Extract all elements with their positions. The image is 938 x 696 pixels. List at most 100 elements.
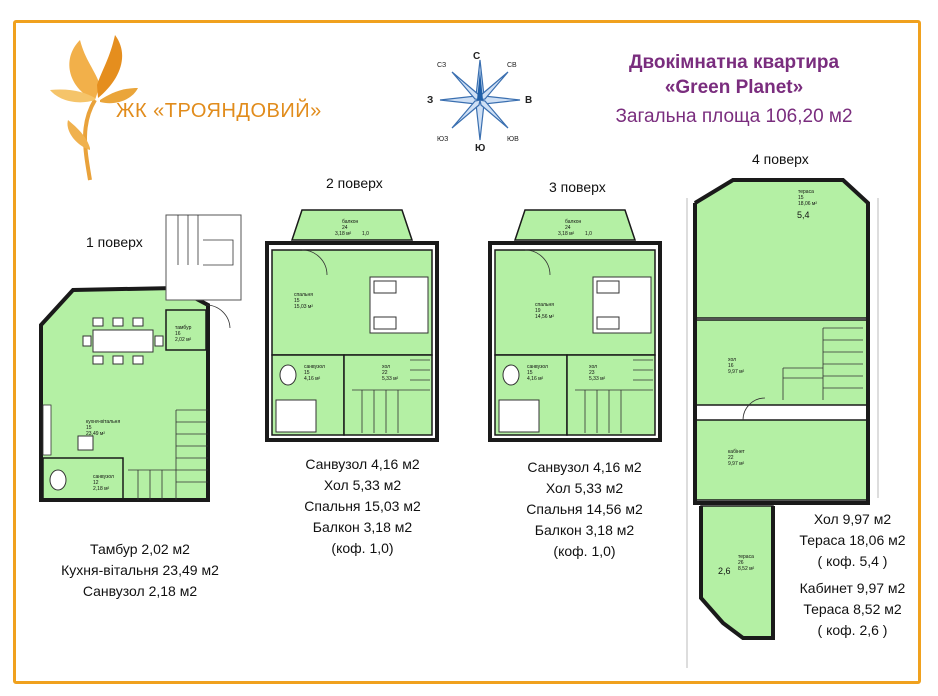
floor1-vestibule-name: тамбур: [175, 325, 192, 331]
floor3-bath-name: санвузол: [527, 364, 548, 370]
floor3-label: 3 поверх: [549, 179, 606, 195]
floor2-bedroom-name: спальня: [294, 292, 313, 298]
floor1-info-line: Санвузол 2,18 м2: [82, 583, 198, 599]
compass-rose-icon: С Ю В З СВ СЗ ЮВ ЮЗ: [427, 51, 532, 154]
floor2-plan: балкон 24 3,18 м² 1,0 спальня 15 15,03 м…: [265, 209, 439, 442]
logo-text: ЖК «ТРОЯНДОВИЙ»: [116, 100, 322, 122]
floor2-bath-num: 15: [304, 370, 310, 376]
floor4-label: 4 поверх: [752, 151, 809, 167]
floor1-kitchen-area: 23,49 м²: [86, 431, 105, 437]
floor4-info-line: Хол 9,97 м2: [813, 511, 892, 527]
floor3-bath-num: 15: [527, 370, 533, 376]
compass-w: З: [427, 95, 433, 106]
floor4-info-a: Хол 9,97 м2 Тераса 18,06 м2 ( коф. 5,4 ): [790, 509, 915, 572]
floor4-small-terrace-area: 8,52 м²: [738, 566, 755, 572]
floor3-hall-name: хол: [589, 364, 597, 370]
floor1-vestibule-area: 2,02 м²: [175, 337, 192, 343]
floor4-terrace-name: тераса: [798, 189, 814, 195]
compass-nw: СЗ: [437, 62, 446, 69]
floor2-bedroom-num: 15: [294, 298, 300, 304]
title-line2: «Green Planet»: [664, 77, 804, 98]
floor4-small-terrace-num: 26: [738, 560, 744, 566]
floor2-info-line: Балкон 3,18 м2: [312, 519, 413, 535]
floor4-small-terrace-name: тераса: [738, 554, 754, 560]
floor3-bedroom-num: 19: [535, 308, 541, 314]
compass-e: В: [525, 95, 532, 106]
floor2-balcony-num: 24: [342, 225, 348, 231]
floor3-bath-area: 4,16 м²: [527, 376, 544, 382]
floor4-study-num: 22: [728, 455, 734, 461]
floor4-small-terrace-room: [700, 505, 774, 639]
floor3-hall-room: [566, 354, 656, 436]
floor2-hall-num: 22: [382, 370, 388, 376]
floor4-study-name: кабінет: [728, 449, 745, 455]
floor4-study-area: 9,97 м²: [728, 461, 745, 467]
floor3-balcony-coef: 1,0: [585, 231, 592, 237]
floor1-kitchen-num: 15: [86, 425, 92, 431]
compass-s: Ю: [475, 143, 485, 154]
floor2-balcony-name: балкон: [342, 219, 358, 225]
title-line1: Двокімнатна квартира: [628, 52, 840, 73]
floor1-bath-num: 12: [93, 480, 99, 486]
floor3-bedroom-area: 14,56 м²: [535, 314, 554, 320]
floor2-label: 2 поверх: [326, 175, 383, 191]
floor1-bath-name: санвузол: [93, 474, 114, 480]
floor1-vestibule-num: 16: [175, 331, 181, 337]
floor4-info-line: ( коф. 2,6 ): [817, 622, 888, 638]
total-area: Загальна площа 106,20 м2: [615, 106, 853, 127]
floor3-plan: балкон 24 3,18 м² 1,0 спальня 19 14,56 м…: [488, 209, 662, 442]
floor4-terrace-room: [694, 179, 869, 319]
compass-sw: ЮЗ: [437, 136, 448, 143]
floor2-info-line: Спальня 15,03 м2: [304, 498, 421, 514]
floor3-info-line: (коф. 1,0): [553, 543, 616, 559]
floor2-bath-name: санвузол: [304, 364, 325, 370]
floor1-info: Тамбур 2,02 м2 Кухня-вітальня 23,49 м2 С…: [40, 539, 240, 602]
floor2-balcony-room: [290, 209, 414, 241]
compass-n: С: [473, 51, 480, 62]
floor1-info-line: Кухня-вітальня 23,49 м2: [61, 562, 219, 578]
floor2-bedroom-area: 15,03 м²: [294, 304, 313, 310]
floor3-hall-num: 23: [589, 370, 595, 376]
floor3-balcony-name: балкон: [565, 219, 581, 225]
floor4-study-room: [694, 419, 869, 501]
floor3-info-line: Санвузол 4,16 м2: [527, 459, 642, 475]
floor4-hall-num: 16: [728, 363, 734, 369]
floor4-small-terrace-coef: 2,6: [718, 566, 731, 576]
floor1-kitchen-name: кухня-вітальня: [86, 419, 120, 425]
page-frame: [13, 20, 921, 684]
floor4-terrace-area: 18,06 м²: [798, 201, 817, 207]
floor4-info-line: Кабинет 9,97 м2: [799, 580, 906, 596]
floor1-info-line: Тамбур 2,02 м2: [90, 541, 190, 557]
floor3-bedroom-name: спальня: [535, 302, 554, 308]
floor3-balcony-room: [513, 209, 637, 241]
floor4-terrace-coef: 5,4: [797, 210, 810, 220]
floor3-info-line: Хол 5,33 м2: [545, 480, 624, 496]
floor3-info-line: Спальня 14,56 м2: [526, 501, 643, 517]
floor3-info-line: Балкон 3,18 м2: [534, 522, 635, 538]
floor2-balcony-coef: 1,0: [362, 231, 369, 237]
floor2-balcony-area: 3,18 м²: [335, 231, 352, 237]
floor3-hall-area: 5,33 м²: [589, 376, 606, 382]
floor2-info-line: (коф. 1,0): [331, 540, 394, 556]
floor4-info-line: Тераса 18,06 м2: [799, 532, 906, 548]
floor1-bath-area: 2,18 м²: [93, 486, 110, 492]
floor4-hall-room: [694, 319, 869, 406]
floor3-balcony-area: 3,18 м²: [558, 231, 575, 237]
floor4-hall-name: хол: [728, 357, 736, 363]
floor2-hall-area: 5,33 м²: [382, 376, 399, 382]
floor2-info-line: Хол 5,33 м2: [323, 477, 402, 493]
floor4-hall-area: 9,97 м²: [728, 369, 745, 375]
floor2-bath-area: 4,16 м²: [304, 376, 321, 382]
floor1-plan: кухня-вітальня 15 23,49 м² тамбур 16 2,0…: [39, 214, 242, 502]
floor4-info-line: Тераса 8,52 м2: [803, 601, 902, 617]
floor4-plan: тераса 15 18,06 м² хол 16 9,97 м² кабіне…: [686, 178, 879, 668]
floor2-info: Санвузол 4,16 м2 Хол 5,33 м2 Спальня 15,…: [290, 454, 435, 559]
floor3-balcony-num: 24: [565, 225, 571, 231]
floor4-info-b: Кабинет 9,97 м2 Тераса 8,52 м2 ( коф. 2,…: [790, 578, 915, 641]
compass-ne: СВ: [507, 62, 517, 69]
floor1-label: 1 поверх: [86, 234, 143, 250]
floor2-hall-room: [343, 354, 433, 436]
floor3-info: Санвузол 4,16 м2 Хол 5,33 м2 Спальня 14,…: [512, 457, 657, 562]
floor2-hall-name: хол: [382, 364, 390, 370]
rose-logo-icon: [50, 35, 138, 181]
